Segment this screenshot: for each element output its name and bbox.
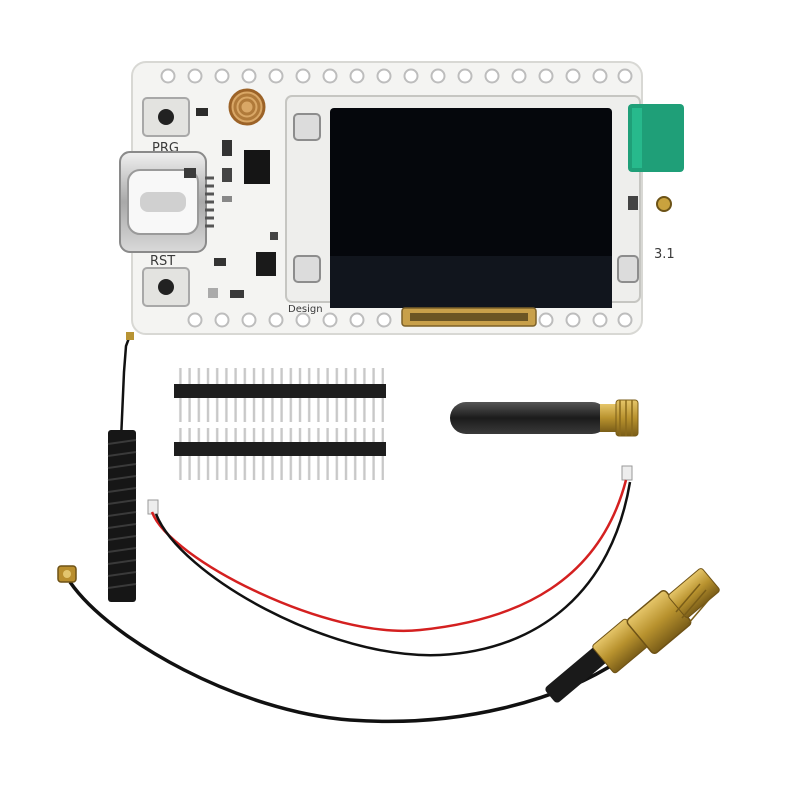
rst-label: RST — [150, 254, 175, 269]
oled-screws — [293, 113, 639, 283]
bottom-header-holes — [187, 312, 633, 328]
battery-cable — [147, 465, 633, 657]
smd-components — [184, 108, 278, 298]
prg-button — [142, 97, 190, 137]
spring-antenna — [107, 332, 137, 602]
dev-board: PRG RST — [119, 61, 684, 335]
usb-c-connector — [119, 151, 214, 253]
pin-header-bottom — [174, 428, 386, 480]
rst-button — [142, 267, 190, 307]
rod-antenna — [450, 399, 639, 437]
battery-connector-highlight — [632, 108, 642, 168]
oled-glass-edge — [330, 256, 612, 308]
version-label: 3.1 — [654, 247, 675, 262]
design-label: Design — [288, 304, 323, 315]
sma-pigtail-cable — [57, 565, 720, 724]
top-header-holes — [160, 68, 633, 84]
ufl-connector — [628, 196, 672, 212]
pin-header-top — [174, 368, 386, 422]
oled-ribbon-inner — [410, 313, 528, 321]
onboard-spring-antenna — [228, 88, 266, 126]
